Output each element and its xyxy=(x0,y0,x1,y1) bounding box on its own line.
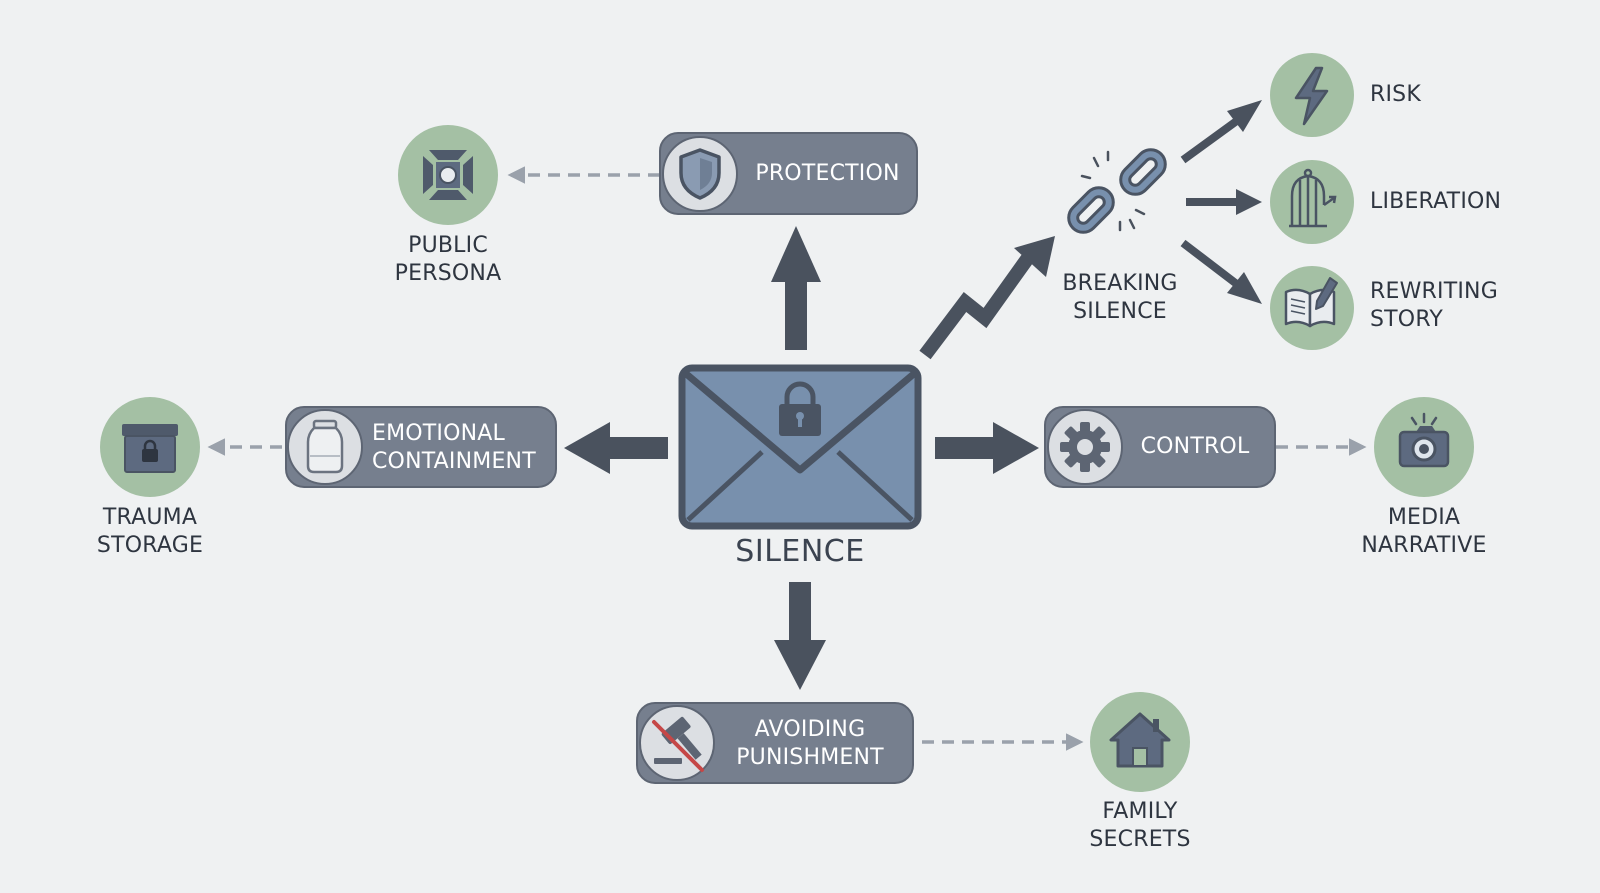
book-pen-icon xyxy=(1284,277,1338,328)
open-birdcage-icon xyxy=(1289,168,1337,228)
rewriting-story-node xyxy=(1270,266,1354,350)
emotional-containment-pill xyxy=(285,406,557,488)
spotlight-icon xyxy=(423,150,473,200)
arrow-to-protection xyxy=(771,226,821,350)
avoiding-punishment-label: AVOIDING PUNISHMENT xyxy=(736,717,884,770)
control-label: CONTROL xyxy=(1140,434,1250,459)
camera-icon xyxy=(1398,412,1450,468)
arrow-to-risk xyxy=(1180,100,1262,164)
liberation-label: LIBERATION xyxy=(1370,189,1502,214)
arrow-to-control xyxy=(935,422,1039,474)
locked-envelope-icon xyxy=(678,364,922,530)
locked-box-icon xyxy=(122,424,178,473)
media-narrative-node xyxy=(1374,397,1474,497)
protection-label: PROTECTION xyxy=(755,161,900,186)
arrow-to-avoiding-punishment xyxy=(774,582,826,690)
risk-node xyxy=(1270,53,1354,137)
house-icon xyxy=(1109,712,1171,768)
gear-icon xyxy=(1060,422,1110,472)
gavel-prohibited-icon xyxy=(652,716,704,772)
shield-icon xyxy=(679,148,721,200)
public-persona-node xyxy=(398,125,498,225)
protection-pill xyxy=(659,132,918,215)
family-secrets-node xyxy=(1090,692,1190,792)
control-pill xyxy=(1044,406,1276,488)
emotional-containment-label: EMOTIONAL CONTAINMENT xyxy=(372,421,536,474)
avoiding-punishment-pill xyxy=(636,702,914,784)
liberation-node xyxy=(1270,160,1354,244)
center-label: SILENCE xyxy=(735,534,865,569)
broken-chain-icon xyxy=(1067,148,1167,234)
trauma-storage-label: TRAUMA STORAGE xyxy=(96,505,204,558)
rewriting-story-label: REWRITING STORY xyxy=(1370,279,1498,332)
breaking-silence-label: BREAKING SILENCE xyxy=(1062,271,1178,324)
arrow-to-rewriting-story xyxy=(1180,239,1262,304)
family-secrets-label: FAMILY SECRETS xyxy=(1089,799,1191,852)
lightning-icon xyxy=(1294,66,1329,126)
arrow-to-liberation xyxy=(1186,189,1262,215)
risk-label: RISK xyxy=(1370,82,1421,107)
media-narrative-label: MEDIA NARRATIVE xyxy=(1361,505,1487,558)
arrow-to-emotional-containment xyxy=(564,422,668,474)
public-persona-label: PUBLIC PERSONA xyxy=(394,233,502,286)
trauma-storage-node xyxy=(100,397,200,497)
jar-icon xyxy=(306,419,344,474)
zigzag-arrow-to-breaking-silence xyxy=(919,236,1055,360)
